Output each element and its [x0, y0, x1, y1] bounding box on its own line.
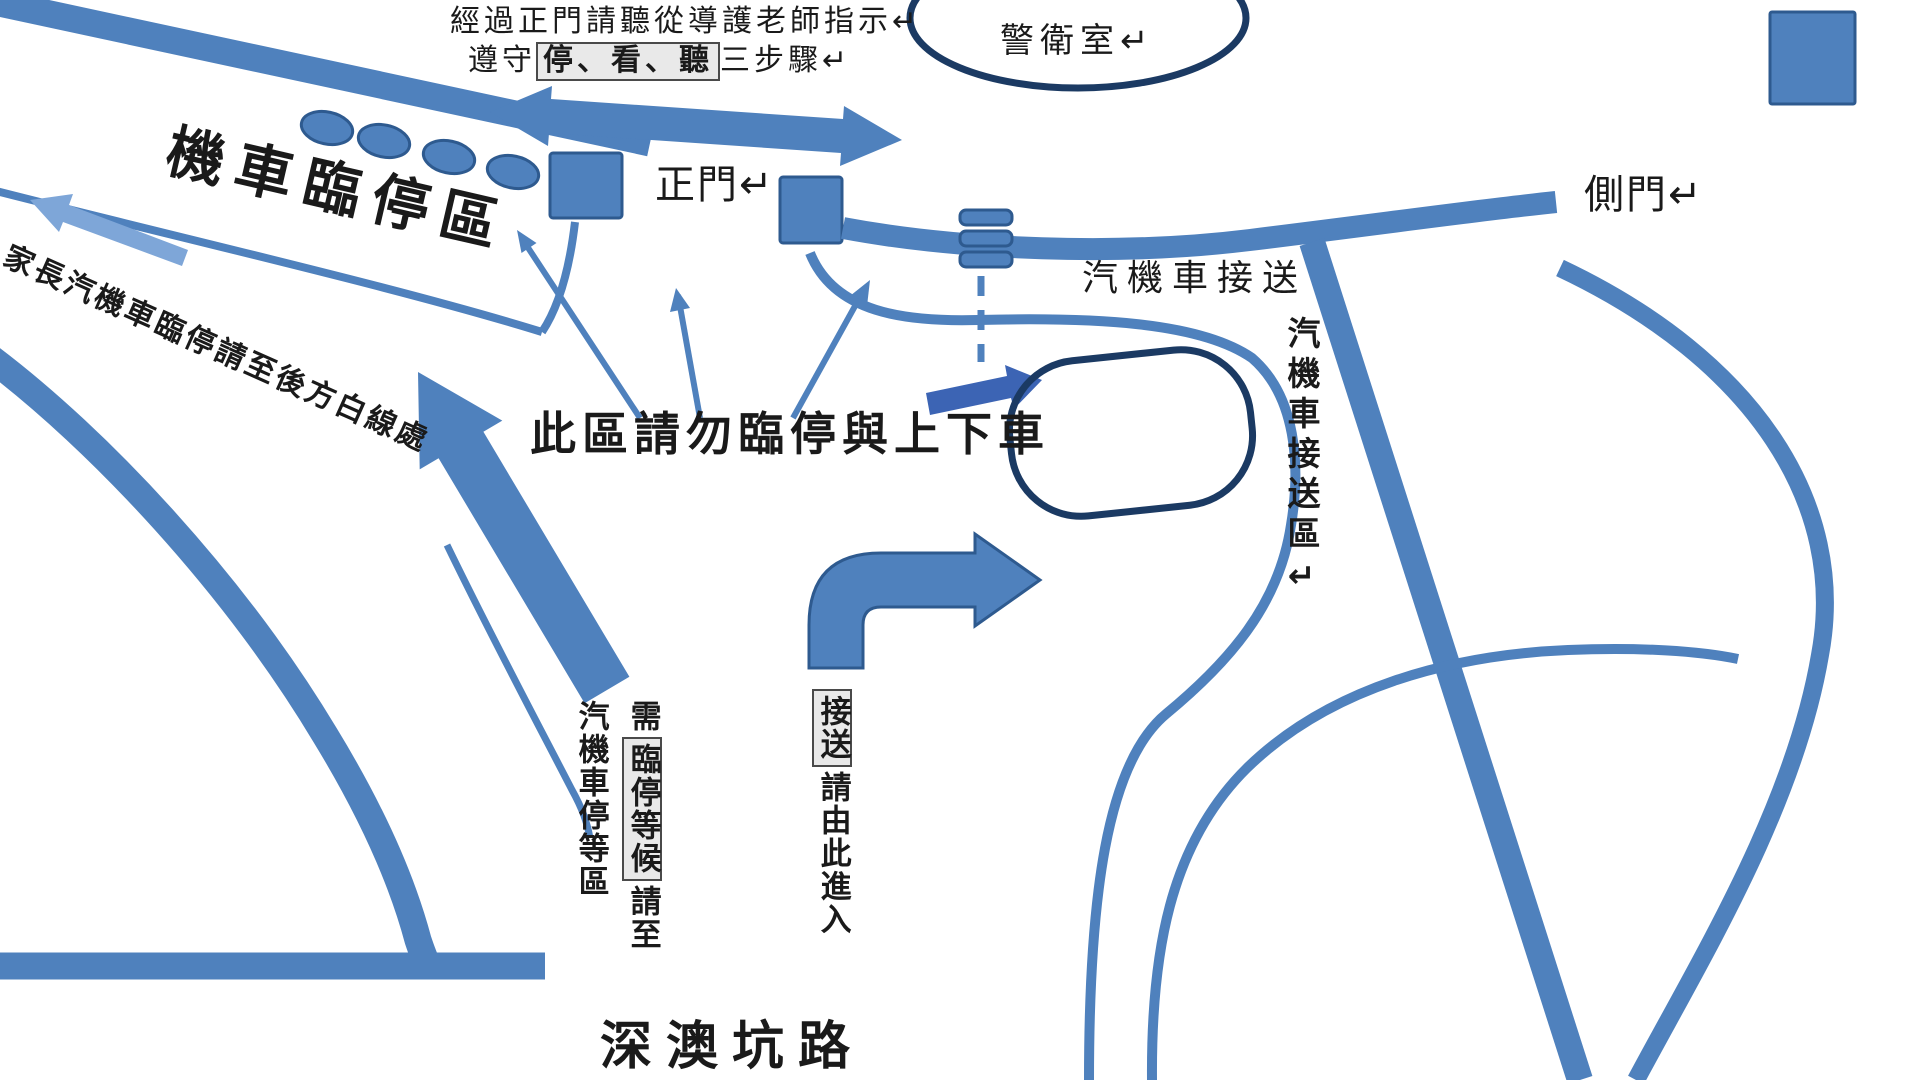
road-inner-loop-inner [1146, 644, 1740, 1080]
gate-barrier-bar [958, 208, 1014, 227]
dropoff-loop [1005, 346, 1257, 520]
waiting-note-column: 需臨停等候請至 [622, 700, 662, 951]
gate-instruction-line1: 經過正門請聽從導護老師指示↵ [450, 4, 922, 39]
entry-note-suffix: 請由此進入 [814, 771, 851, 936]
leader-arrowhead-right [851, 280, 870, 304]
waiting-area-vertical-label: 汽機車停等區 [572, 700, 609, 898]
waiting-note-suffix: 請至 [624, 885, 661, 951]
leader-arrowhead-middle [670, 288, 690, 312]
road-to-side-gate [840, 191, 1558, 261]
leader-arrowhead-left [517, 230, 537, 253]
side-gate-label: 側門↵ [1584, 172, 1704, 218]
moto-spot-ellipse [299, 109, 355, 147]
leader-arrow-left [520, 238, 643, 420]
arrow-to-rear-white-line [30, 194, 188, 266]
arrow-entry-elbow [807, 531, 1043, 670]
moto-spot-ellipse [485, 153, 541, 191]
pickup-area-vertical-label: 汽機車接送區↵ [1281, 316, 1321, 602]
main-gate-left-block [548, 151, 624, 220]
gate-barrier-bar [958, 250, 1014, 269]
waiting-note-boxed: 臨停等候 [622, 737, 662, 881]
gate-instruction-line2: 遵守停、看、聽三步驟↵ [468, 42, 851, 81]
moto-spot-ellipse [356, 122, 412, 160]
arrow-up-left-big [418, 372, 630, 704]
moto-spot-ellipse [421, 138, 477, 176]
road-right-arc [1556, 259, 1834, 1080]
leader-arrow-middle [675, 294, 703, 419]
gate-rule-boxed: 停、看、聽 [536, 42, 720, 81]
arrow-double-headed [490, 86, 902, 166]
pickup-road-label: 汽機車接送 [1082, 258, 1308, 299]
gate-barrier-bar [958, 229, 1014, 248]
main-gate-label: 正門↵ [655, 162, 775, 208]
road-left-curve [0, 348, 442, 975]
road-edge-waiting-area [443, 543, 594, 839]
road-name-label: 深澳坑路 [600, 1017, 865, 1077]
road-inner-loop-outer [805, 251, 1301, 1080]
leader-arrow-right [790, 286, 868, 420]
entry-note-boxed: 接送 [812, 689, 852, 767]
waiting-note-prefix: 需 [624, 700, 661, 733]
guard-room-label: 警衛室↵ [1000, 21, 1155, 61]
corner-building-block [1768, 10, 1857, 106]
main-gate-right-block [778, 175, 844, 245]
guard-room-oval [906, 0, 1250, 92]
no-stop-zone-label: 此區請勿臨停與上下車 [530, 407, 1050, 461]
gate-rule-suffix: 三步驟↵ [720, 43, 852, 78]
gate-rule-prefix: 遵守 [468, 43, 536, 78]
road-edge-under-main-gate [538, 221, 579, 335]
entry-note-column: 接送請由此進入 [812, 685, 852, 936]
